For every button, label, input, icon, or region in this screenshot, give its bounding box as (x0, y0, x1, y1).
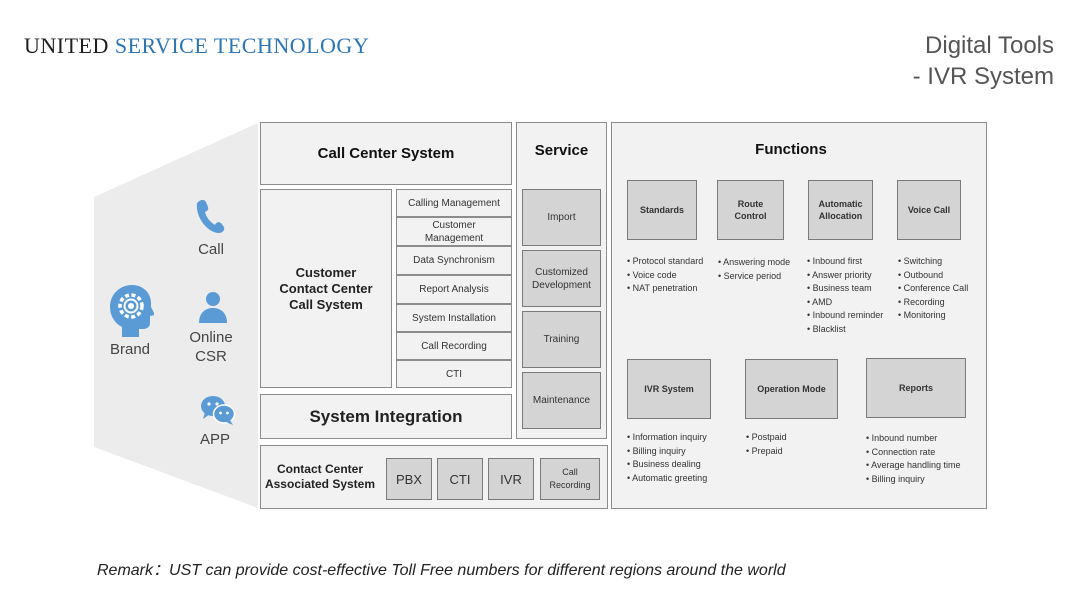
associated-ivr: IVR (488, 458, 534, 500)
voice-call-bullet: Outbound (898, 269, 968, 283)
online-csr-label-line1: Online (189, 329, 233, 346)
customer-contact-center-box: Customer Contact Center Call System (260, 189, 392, 388)
reports-bullet: Billing inquiry (866, 473, 961, 487)
customer-system-line3: Call System (289, 296, 363, 312)
online-csr-label-line2: CSR (195, 348, 227, 365)
standards-bullets: Protocol standard Voice code NAT penetra… (627, 255, 704, 296)
operation-mode-bullets: Postpaid Prepaid (746, 431, 787, 458)
function-voice-call: Voice Call (897, 180, 961, 240)
service-maintenance: Maintenance (522, 372, 601, 429)
associated-call-recording: Call Recording (540, 458, 600, 500)
phone-icon (196, 199, 225, 234)
module-report-analysis: Report Analysis (396, 275, 512, 304)
brand-label: Brand (109, 341, 151, 358)
allocation-bullet: Blacklist (807, 323, 883, 337)
voice-call-bullets: Switching Outbound Conference Call Recor… (898, 255, 969, 323)
associated-pbx: PBX (386, 458, 432, 500)
call-center-system-header: Call Center System (260, 122, 512, 185)
ivr-bullet: Billing inquiry (627, 445, 707, 459)
function-ivr-system: IVR System (627, 359, 711, 419)
allocation-bullet: Answer priority (807, 269, 883, 283)
automatic-allocation-bullets: Inbound first Answer priority Business t… (807, 255, 883, 337)
function-route-control: Route Control (717, 180, 784, 240)
page-title: Digital Tools - IVR System (913, 30, 1054, 92)
page-title-line1: Digital Tools (925, 32, 1054, 59)
system-integration-label: System Integration (309, 406, 463, 426)
standards-bullet: Voice code (627, 269, 703, 283)
route-control-bullet: Answering mode (718, 256, 790, 270)
module-call-recording: Call Recording (396, 332, 512, 360)
function-operation-mode: Operation Mode (745, 359, 838, 419)
system-integration-box: System Integration (260, 394, 512, 439)
voice-call-bullet: Switching (898, 255, 968, 269)
ivr-bullet: Information inquiry (627, 431, 707, 445)
ivr-bullet: Business dealing (627, 458, 707, 472)
service-title: Service (534, 142, 589, 159)
functions-title: Functions (755, 141, 827, 158)
module-cti: CTI (396, 360, 512, 388)
call-center-system-title: Call Center System (317, 145, 455, 162)
online-csr-label: Online CSR (176, 328, 246, 366)
wechat-icon (201, 396, 236, 425)
company-name-part2: SERVICE TECHNOLOGY (114, 33, 370, 58)
module-data-synchronism: Data Synchronism (396, 246, 512, 275)
associated-cti: CTI (437, 458, 483, 500)
company-name-part1: UNITED (24, 33, 109, 58)
associated-system-line2: Associated System (264, 477, 376, 491)
allocation-bullet: Inbound first (807, 255, 883, 269)
reports-bullet: Average handling time (866, 459, 960, 473)
service-import: Import (522, 189, 601, 246)
function-standards: Standards (627, 180, 697, 240)
reports-bullet: Inbound number (866, 432, 961, 446)
voice-call-bullet: Conference Call (898, 282, 969, 296)
allocation-bullet: AMD (807, 296, 883, 310)
route-control-bullet: Service period (718, 270, 790, 284)
operation-mode-bullet: Postpaid (746, 431, 787, 445)
reports-bullet: Connection rate (866, 446, 961, 460)
call-label: Call (198, 241, 224, 258)
associated-system-label: Contact Center Associated System (262, 455, 378, 499)
module-calling-management: Calling Management (396, 189, 512, 217)
voice-call-bullet: Monitoring (898, 309, 968, 323)
module-customer-management: Customer Management (396, 217, 512, 246)
operation-mode-bullet: Prepaid (746, 445, 787, 459)
company-name: UNITED SERVICE TECHNOLOGY (24, 33, 369, 59)
service-customized-development: Customized Development (522, 250, 601, 307)
service-training: Training (522, 311, 601, 368)
ivr-system-bullets: Information inquiry Billing inquiry Busi… (627, 431, 707, 485)
voice-call-bullet: Recording (898, 296, 968, 310)
allocation-bullet: Business team (807, 282, 883, 296)
associated-system-line1: Contact Center (276, 462, 363, 476)
function-automatic-allocation: Automatic Allocation (808, 180, 873, 240)
module-system-installation: System Installation (396, 304, 512, 332)
allocation-bullet: Inbound reminder (807, 309, 884, 323)
person-icon (199, 292, 227, 323)
customer-system-line1: Customer (295, 264, 357, 280)
page-title-line2: - IVR System (912, 63, 1054, 90)
customer-system-line2: Contact Center (279, 280, 373, 296)
app-label: APP (199, 431, 230, 448)
route-control-bullets: Answering mode Service period (718, 256, 790, 283)
remark-text: Remark：UST can provide cost-effective To… (97, 562, 786, 579)
standards-bullet: Protocol standard (627, 255, 704, 269)
ivr-bullet: Automatic greeting (627, 472, 707, 486)
standards-bullet: NAT penetration (627, 282, 703, 296)
reports-bullets: Inbound number Connection rate Average h… (866, 432, 961, 487)
function-reports: Reports (866, 358, 966, 418)
brain-gear-icon (110, 285, 154, 337)
